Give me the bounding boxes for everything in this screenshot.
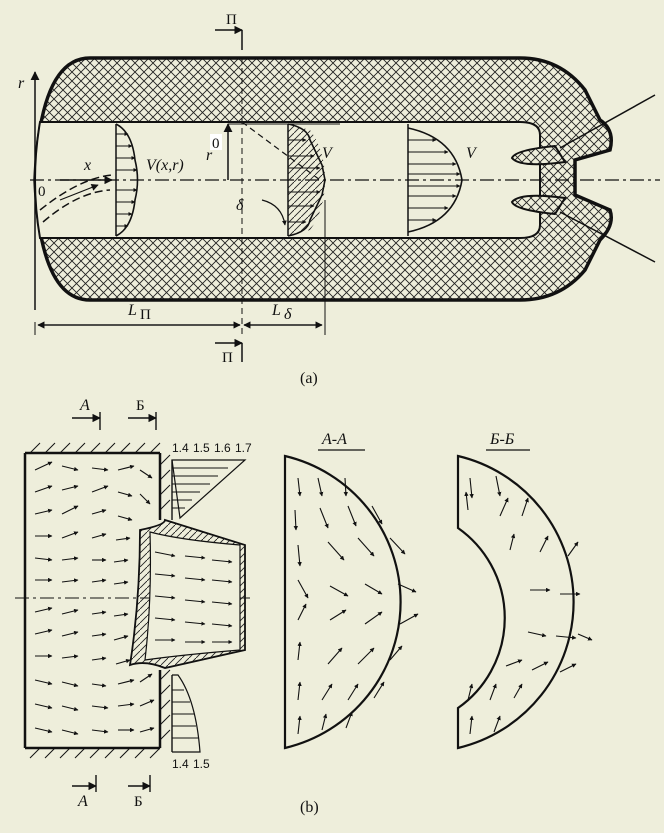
velocity-profile-1 <box>115 123 139 237</box>
diagram-a: r x 0 V(x,r) r 0 <box>18 12 660 387</box>
tick-top-2: 1.5 <box>193 441 210 455</box>
v-label-1: V <box>322 145 334 162</box>
caption-b: (b) <box>300 799 319 816</box>
velocity-label: V(x,r) <box>146 157 184 174</box>
marker-A-bottom: A <box>77 793 88 810</box>
delta-label: δ <box>236 197 244 214</box>
profile-bottom: 1.4 1.5 <box>171 674 210 771</box>
marker-B-bottom: Б <box>134 794 143 810</box>
r0-subscript: 0 <box>212 136 220 152</box>
L-pi-sub: Π <box>140 307 151 323</box>
velocity-profile-3 <box>407 124 463 236</box>
section-pi-top: Π <box>226 12 237 28</box>
L-delta-sub: δ <box>284 306 292 323</box>
tick-bottom-2: 1.5 <box>193 757 210 771</box>
v-label-2: V <box>466 145 478 162</box>
r0-label: r <box>206 147 213 164</box>
marker-A-top: A <box>79 397 90 414</box>
tick-bottom-1: 1.4 <box>172 757 189 771</box>
origin-label: 0 <box>38 184 46 200</box>
section-AA-shape <box>283 454 402 750</box>
section-BB-label: Б-Б <box>489 431 515 448</box>
section-pi-bottom: Π <box>222 350 233 366</box>
vector-field <box>34 461 155 736</box>
r-axis-label: r <box>18 75 25 92</box>
L-pi-label: L <box>127 302 137 319</box>
L-delta-label: L <box>271 302 281 319</box>
tick-top-3: 1.6 <box>214 441 231 455</box>
caption-a: (a) <box>300 370 318 387</box>
diagram-b: A Б <box>15 397 593 816</box>
nozzle-lower <box>510 194 567 216</box>
tick-top-1: 1.4 <box>172 441 189 455</box>
section-AA-label: A-A <box>321 431 347 448</box>
profile-top: 1.4 1.5 1.6 1.7 <box>171 441 252 520</box>
nozzle-upper <box>510 144 567 166</box>
section-BB-shape <box>456 454 575 750</box>
velocity-profile-2 <box>287 123 326 237</box>
tick-top-4: 1.7 <box>235 441 252 455</box>
x-axis-label: x <box>83 157 91 174</box>
marker-B-top: Б <box>136 398 145 414</box>
